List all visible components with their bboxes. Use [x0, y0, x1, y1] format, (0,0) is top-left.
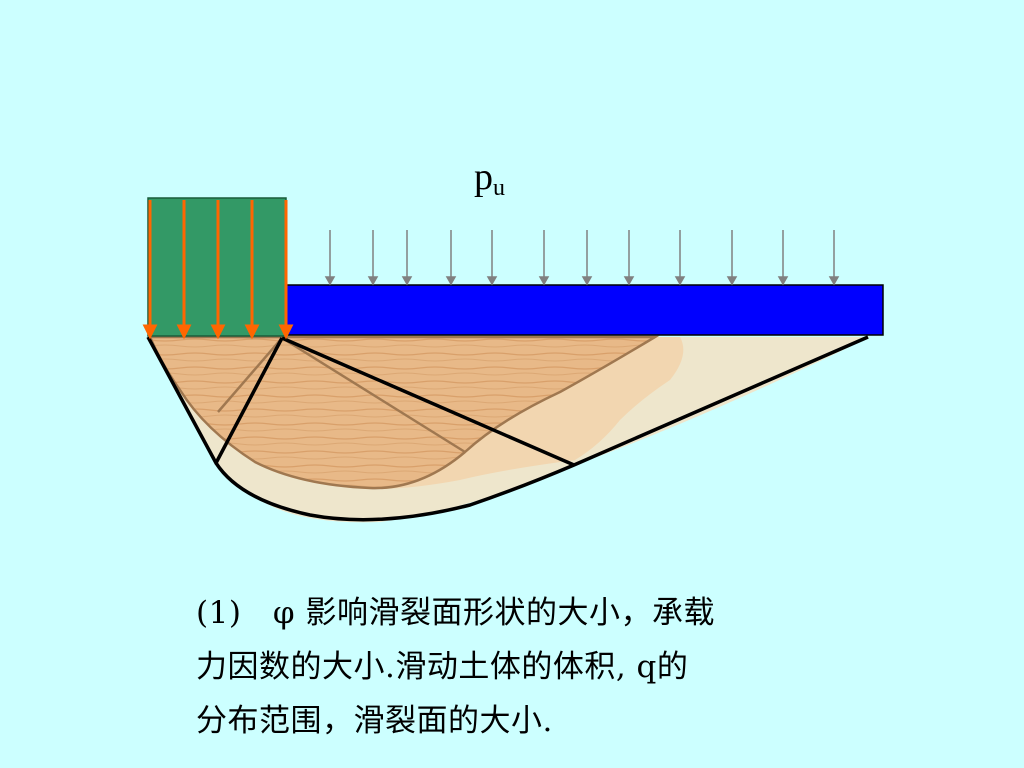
inner-zone-line-left — [217, 337, 283, 413]
inner-zone-line-right — [281, 336, 466, 454]
load-subscript: u — [493, 175, 505, 201]
caption-line-3: 分布范围，滑裂面的大小. — [196, 703, 553, 739]
caption-line-2: 力因数的大小.滑动土体的体积, q的 — [196, 649, 689, 685]
caption-text: (1) φ 影响滑裂面形状的大小，承载 力因数的大小.滑动土体的体积, q的 分… — [196, 586, 876, 748]
ultimate-load-label: pu — [474, 158, 505, 200]
surcharge-load-arrows — [324, 230, 840, 286]
foundation-pressure-arrows — [142, 200, 294, 340]
caption-line-1: (1) φ 影响滑裂面形状的大小，承载 — [196, 595, 715, 631]
failure-line-radial — [281, 336, 575, 467]
surcharge-slab — [285, 284, 884, 336]
load-symbol: p — [474, 156, 493, 198]
failure-surface-log-spiral — [214, 335, 869, 522]
